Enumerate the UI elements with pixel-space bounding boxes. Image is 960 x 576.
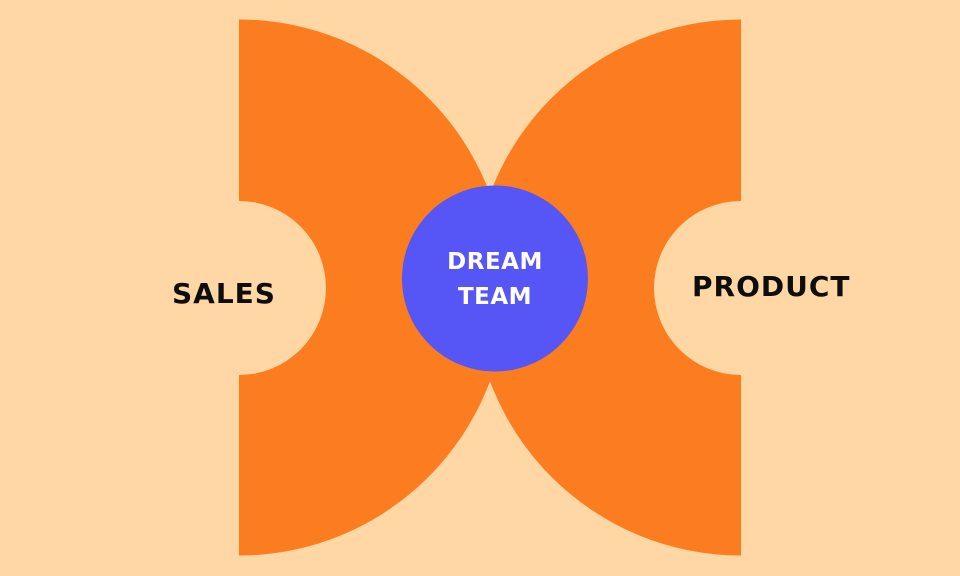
product-label: PRODUCT — [692, 270, 851, 303]
sales-shape — [239, 19, 507, 556]
sales-label: SALES — [172, 277, 276, 310]
dream-team-line-1: DREAM — [447, 249, 543, 275]
dream-team-label: DREAM TEAM — [402, 245, 588, 315]
dream-team-line-2: TEAM — [457, 284, 533, 310]
product-shape — [473, 19, 741, 556]
dream-team-circle — [402, 185, 588, 372]
